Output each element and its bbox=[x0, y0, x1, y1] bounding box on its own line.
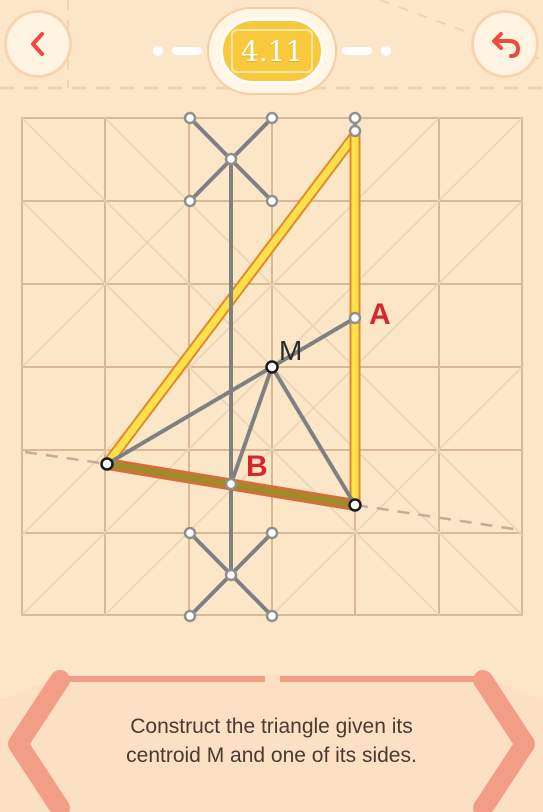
vertex-left bbox=[100, 457, 114, 471]
task-description: Construct the triangle given its centroi… bbox=[60, 712, 483, 770]
back-button[interactable] bbox=[4, 10, 72, 78]
task-line-2: centroid M and one of its sides. bbox=[126, 744, 417, 767]
task-line-1: Construct the triangle given its bbox=[130, 715, 413, 738]
task-panel bbox=[8, 670, 535, 812]
chevron-left-icon bbox=[31, 32, 44, 56]
vertex-right bbox=[348, 498, 362, 512]
next-hint-button[interactable] bbox=[473, 670, 535, 812]
level-badge-inner: 4.11 bbox=[220, 18, 324, 84]
header-dots bbox=[153, 46, 391, 56]
greek-key-pattern bbox=[231, 29, 313, 73]
base-extension bbox=[24, 450, 521, 532]
label-side-a: A bbox=[369, 298, 391, 331]
prev-hint-button[interactable] bbox=[8, 670, 70, 812]
level-number: 4.11 bbox=[240, 34, 304, 68]
undo-icon bbox=[492, 32, 521, 58]
chevron-right-icon bbox=[473, 670, 535, 812]
centroid-point bbox=[265, 360, 279, 374]
undo-button[interactable] bbox=[471, 10, 539, 78]
label-centroid-m: M bbox=[279, 335, 302, 366]
label-base-b: B bbox=[246, 450, 268, 483]
main-points[interactable] bbox=[100, 360, 362, 512]
task-panel-frame bbox=[0, 675, 543, 812]
level-badge: 4.11 bbox=[207, 7, 337, 95]
construction-points[interactable] bbox=[183, 111, 362, 623]
chevron-left-icon bbox=[8, 670, 70, 812]
